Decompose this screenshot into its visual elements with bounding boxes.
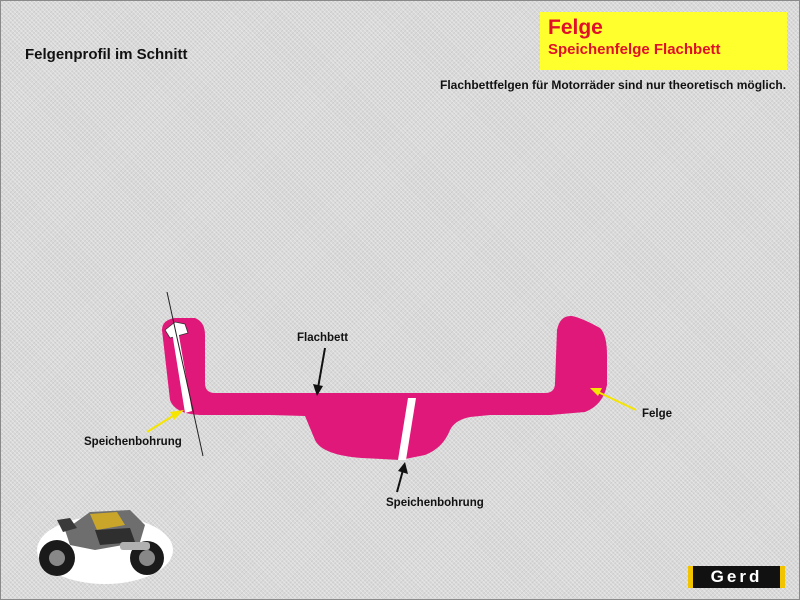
arrow-speichenbohrung-left <box>146 413 177 433</box>
label-speichenbohrung-left: Speichenbohrung <box>84 436 182 448</box>
arrow-felge-head <box>590 388 602 396</box>
arrow-speichenbohrung-left-head <box>170 410 184 420</box>
note-text: Flachbettfelgen für Motorräder sind nur … <box>440 78 787 92</box>
motorcycle-illustration <box>37 510 173 584</box>
spoke-axis-line <box>166 291 204 457</box>
label-flachbett: Flachbett <box>297 332 349 344</box>
title-box: Felge Speichenfelge Flachbett <box>540 12 787 70</box>
label-speichenbohrung-bottom: Speichenbohrung <box>386 497 484 509</box>
diagram-heading: Felgenprofil im Schnitt <box>25 46 188 63</box>
arrow-flachbett <box>317 347 326 389</box>
gerd-logo: Gerd <box>688 566 785 588</box>
rim-bead-cap <box>164 321 189 339</box>
spoke-hole-left <box>172 330 192 413</box>
arrow-flachbett-head <box>313 384 323 396</box>
arrow-speichenbohrung-bottom-head <box>398 462 408 474</box>
rim-profile <box>162 315 607 460</box>
title: Felge <box>548 16 603 39</box>
subtitle: Speichenfelge Flachbett <box>548 41 721 58</box>
arrow-felge <box>597 391 637 411</box>
label-felge: Felge <box>642 408 673 420</box>
spoke-hole-bottom <box>398 398 416 460</box>
arrow-speichenbohrung-bottom <box>396 469 404 493</box>
